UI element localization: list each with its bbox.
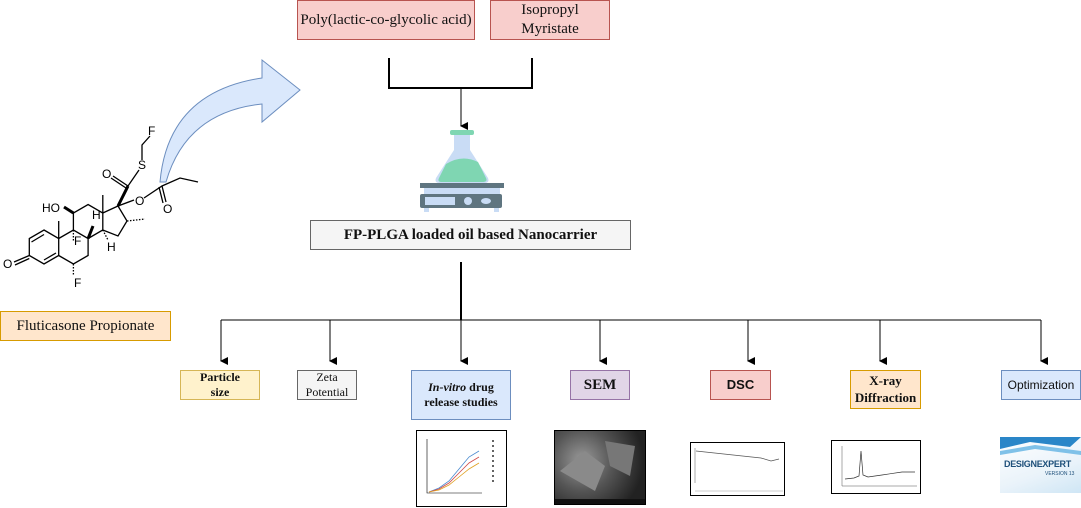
dsc-thermogram-thumbnail	[690, 442, 785, 496]
fluticasone-box: Fluticasone Propionate	[0, 311, 171, 341]
plga-box: Poly(lactic-co-glycolic acid)	[297, 0, 475, 40]
zeta-potential-label: Zeta Potential	[305, 370, 349, 399]
release-profile-thumbnail	[416, 430, 507, 507]
sem-label: SEM	[583, 376, 617, 393]
invitro-release-box: In-vitro drug release studies	[411, 370, 511, 420]
particle-size-box: Particle size	[180, 370, 260, 400]
atom-s: S	[138, 158, 146, 172]
curved-arrow	[159, 58, 301, 183]
atom-h8: H	[92, 208, 101, 222]
dsc-box: DSC	[710, 370, 771, 400]
flask-stirrer-icon	[420, 130, 504, 212]
design-expert-logo: DESIGNEXPERT VERSION 13	[1000, 437, 1081, 493]
xrd-label: X-ray Diffraction	[854, 373, 917, 405]
atom-o-thioester: O	[102, 167, 111, 181]
sem-image-thumbnail	[554, 430, 646, 505]
atom-h14: H	[107, 240, 116, 254]
nanocarrier-label: FP-PLGA loaded oil based Nanocarrier	[343, 226, 598, 243]
optimization-box: Optimization	[1001, 370, 1081, 400]
particle-size-label: Particle size	[200, 370, 240, 399]
invitro-release-label: In-vitro drug release studies	[422, 380, 500, 410]
merge-bracket	[388, 58, 533, 89]
design-expert-version: VERSION 13	[1045, 471, 1075, 477]
plga-label: Poly(lactic-co-glycolic acid)	[300, 11, 472, 28]
atom-f-fluoromethyl: F	[148, 124, 155, 138]
atom-f6: F	[74, 276, 81, 290]
atom-f9: F	[74, 234, 81, 248]
atom-o-ester: O	[135, 194, 144, 208]
atom-o3: O	[3, 257, 12, 271]
isopropyl-myristate-box: Isopropyl Myristate	[490, 0, 610, 40]
xrd-pattern-thumbnail	[831, 440, 921, 494]
fluticasone-structure	[13, 135, 199, 276]
fluticasone-label: Fluticasone Propionate	[16, 317, 155, 334]
sem-box: SEM	[570, 370, 630, 400]
nanocarrier-box: FP-PLGA loaded oil based Nanocarrier	[310, 220, 631, 250]
atom-o-carbonyl: O	[163, 202, 172, 216]
xrd-box: X-ray Diffraction	[850, 370, 921, 409]
zeta-potential-box: Zeta Potential	[297, 370, 357, 400]
invitro-italic: In-vitro	[428, 380, 467, 394]
dsc-label: DSC	[726, 376, 755, 392]
design-expert-wordmark: DESIGNEXPERT	[1004, 459, 1071, 469]
atom-ho: HO	[42, 201, 60, 215]
invitro-rest: drug release studies	[424, 380, 498, 409]
optimization-label: Optimization	[1007, 377, 1075, 392]
isopropyl-myristate-label: Isopropyl Myristate	[521, 2, 579, 37]
